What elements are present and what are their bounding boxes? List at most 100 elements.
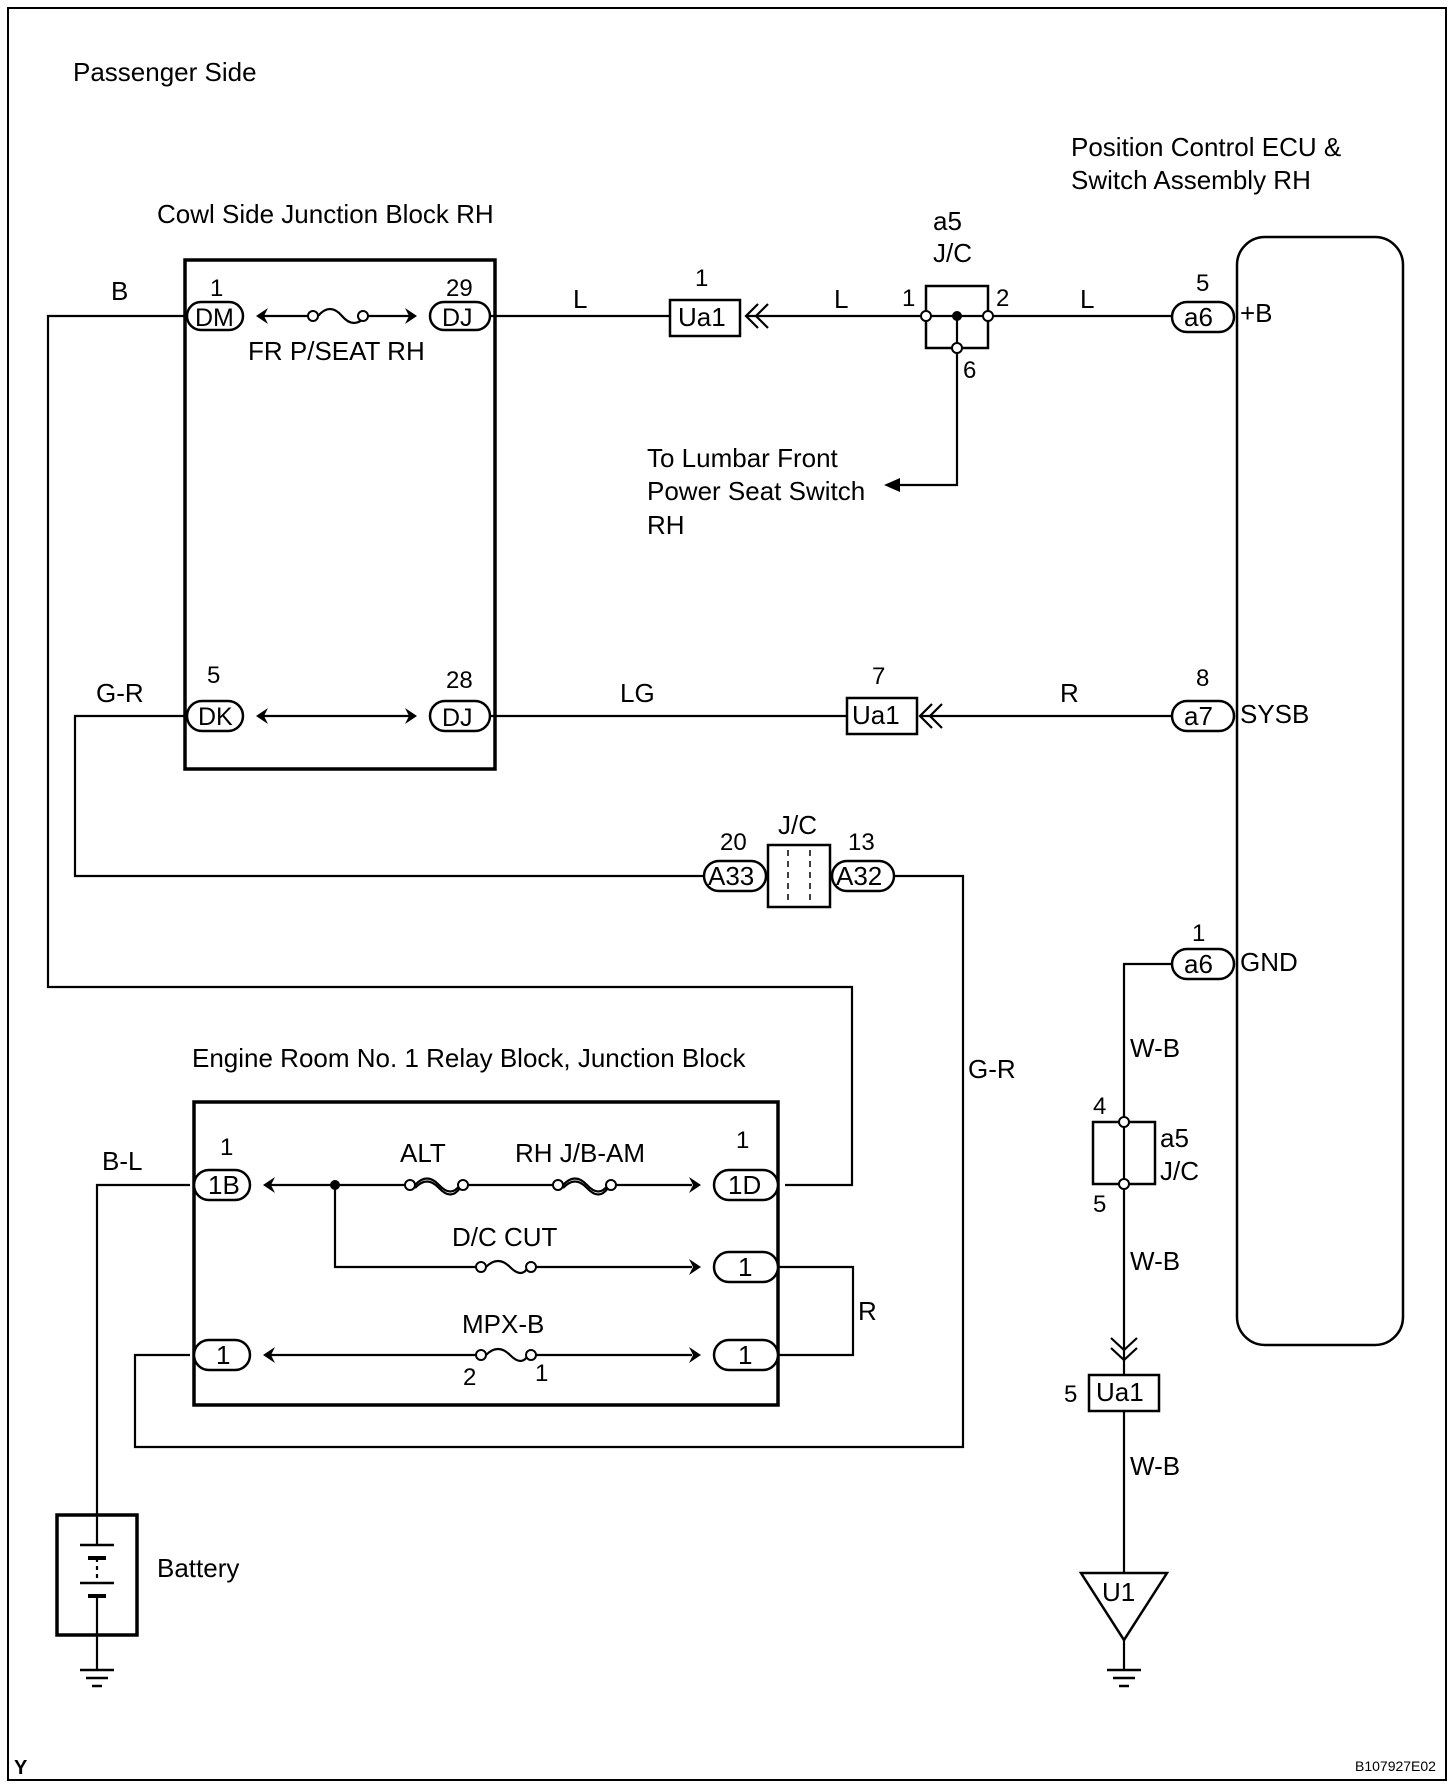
fuse-dccut-terminal-left — [475, 1261, 487, 1273]
jc-a5-top-label-2: J/C — [933, 238, 972, 268]
pin-jc2-top: 4 — [1093, 1093, 1106, 1120]
wire-er-dccut-1 — [333, 1185, 476, 1269]
connector-er-low-right — [712, 1338, 780, 1372]
fuse-dccut-label: D/C CUT — [452, 1222, 558, 1252]
connector-ua1-top-label: Ua1 — [678, 302, 726, 332]
connector-1b — [192, 1168, 252, 1202]
connector-ua1-mid-label: Ua1 — [852, 700, 900, 730]
footer-left: Y — [14, 1757, 28, 1779]
engine-room-relay-block — [192, 1100, 780, 1407]
fuse-alt-terminal-left — [404, 1179, 416, 1191]
ground-u1-icon — [1107, 1668, 1141, 1688]
connector-er-low-right-label: 1 — [738, 1340, 752, 1370]
pin-dj28: 28 — [446, 667, 473, 694]
wire-bl — [95, 1183, 190, 1515]
ecu-label-1: Position Control ECU & — [1071, 132, 1341, 162]
connector-dk-label: DK — [198, 703, 233, 731]
connector-a32-label: A32 — [836, 861, 882, 891]
connector-a33-label: A33 — [708, 861, 754, 891]
wire-wb-1 — [1122, 962, 1172, 1117]
connector-er-mid-right-label: 1 — [738, 1252, 752, 1282]
connector-ua1-bot-chevron — [1110, 1337, 1138, 1362]
jc-bottom-pin-4 — [1118, 1116, 1130, 1128]
engine-block-label: Engine Room No. 1 Relay Block, Junction … — [192, 1043, 746, 1073]
fuse-mpxb-icon — [485, 1347, 529, 1363]
fuse-mpxb-label: MPX-B — [462, 1309, 544, 1339]
cowl-junction-block — [183, 258, 497, 771]
jc-a5-bottom-label-1: a5 — [1160, 1123, 1189, 1153]
pin-jc-out: 2 — [996, 285, 1009, 312]
pin-ua1-top: 1 — [695, 265, 708, 292]
lumbar-label-2: Power Seat Switch — [647, 476, 865, 506]
cowl-block-label: Cowl Side Junction Block RH — [157, 199, 494, 229]
jc-top-splice — [952, 311, 962, 321]
connector-dj29-label: DJ — [442, 304, 473, 332]
footer-right: B107927E02 — [1355, 1758, 1436, 1774]
connector-dk — [185, 699, 245, 733]
jc-top-pin-1 — [920, 310, 932, 322]
ecu-switch-assembly — [1235, 235, 1405, 1347]
jc-top-pin-2 — [982, 310, 994, 322]
fuse-rhjbam-icon-2 — [562, 1180, 609, 1196]
connector-ua1-mid — [845, 696, 919, 736]
ground-point-u1 — [1078, 1571, 1170, 1643]
junction-connector-center — [766, 843, 832, 909]
pin-a33: 20 — [720, 829, 747, 856]
wire-label-gr2: G-R — [968, 1054, 1016, 1084]
fuse-rhjbam-icon — [562, 1177, 609, 1193]
wire-label-l3: L — [1080, 284, 1094, 314]
wire-label-r2: R — [858, 1296, 877, 1326]
fuse-frpseat-icon — [317, 307, 367, 325]
connector-a6-b — [1170, 300, 1236, 334]
connector-a6-gnd-label: a6 — [1184, 949, 1213, 979]
pin-a32: 13 — [848, 829, 875, 856]
fuse-alt-icon — [414, 1177, 461, 1193]
ecu-label-2: Switch Assembly RH — [1071, 165, 1311, 195]
jc-center-label: J/C — [778, 810, 817, 840]
pin-dj29: 29 — [446, 275, 473, 302]
pin-ua1-bot: 5 — [1064, 1381, 1077, 1408]
wire-label-b: B — [111, 276, 128, 306]
pin-dk: 5 — [207, 662, 220, 689]
fuse-frpseat-terminal-left — [307, 310, 319, 322]
connector-dj28-label: DJ — [442, 704, 473, 732]
page-title: Passenger Side — [73, 57, 257, 87]
connector-a33 — [702, 859, 768, 893]
wire-b — [46, 314, 854, 1187]
fuse-dccut-terminal-right — [525, 1261, 537, 1273]
pin-jc-branch: 6 — [963, 357, 976, 384]
connector-1b-label: 1B — [208, 1170, 240, 1200]
fuse-dccut-icon — [485, 1259, 529, 1275]
fuse-mpxb-terminal-right — [525, 1349, 537, 1361]
pin-dm: 1 — [210, 275, 223, 302]
lumbar-label-3: RH — [647, 510, 685, 540]
connector-a6-b-label: a6 — [1184, 302, 1213, 332]
wire-lumbar-branch — [900, 353, 959, 487]
pin-1d: 1 — [736, 1127, 749, 1154]
wire-label-lg: LG — [620, 678, 655, 708]
wire-gr-2 — [133, 874, 965, 1449]
connector-er-low-left — [192, 1338, 252, 1372]
fuse-alt-terminal-right — [457, 1179, 469, 1191]
wire-label-l2: L — [834, 284, 848, 314]
connector-er-low-left-label: 1 — [216, 1340, 230, 1370]
connector-dm-label: DM — [195, 304, 234, 332]
fuse-alt-icon-2 — [414, 1180, 461, 1196]
pin-jc-in: 1 — [902, 285, 915, 312]
wire-label-bl: B-L — [102, 1146, 142, 1176]
connector-a7-label: a7 — [1184, 701, 1213, 731]
connector-dm — [185, 300, 245, 332]
fuse-frpseat-label: FR P/SEAT RH — [248, 336, 425, 366]
jc-a5-top-label-1: a5 — [933, 206, 962, 236]
pin-ua1-mid: 7 — [872, 663, 885, 690]
connector-1d-label: 1D — [728, 1170, 761, 1200]
fuse-rhjbam-label: RH J/B-AM — [515, 1138, 645, 1168]
pin-a7: 8 — [1196, 665, 1209, 692]
lumbar-label-1: To Lumbar Front — [647, 443, 839, 473]
pin-jc2-bot: 5 — [1093, 1191, 1106, 1218]
pin-mpx-in: 2 — [463, 1364, 476, 1391]
wire-label-r1: R — [1060, 678, 1079, 708]
connector-1d — [712, 1168, 780, 1202]
connector-ua1-bot-label: Ua1 — [1096, 1377, 1144, 1407]
